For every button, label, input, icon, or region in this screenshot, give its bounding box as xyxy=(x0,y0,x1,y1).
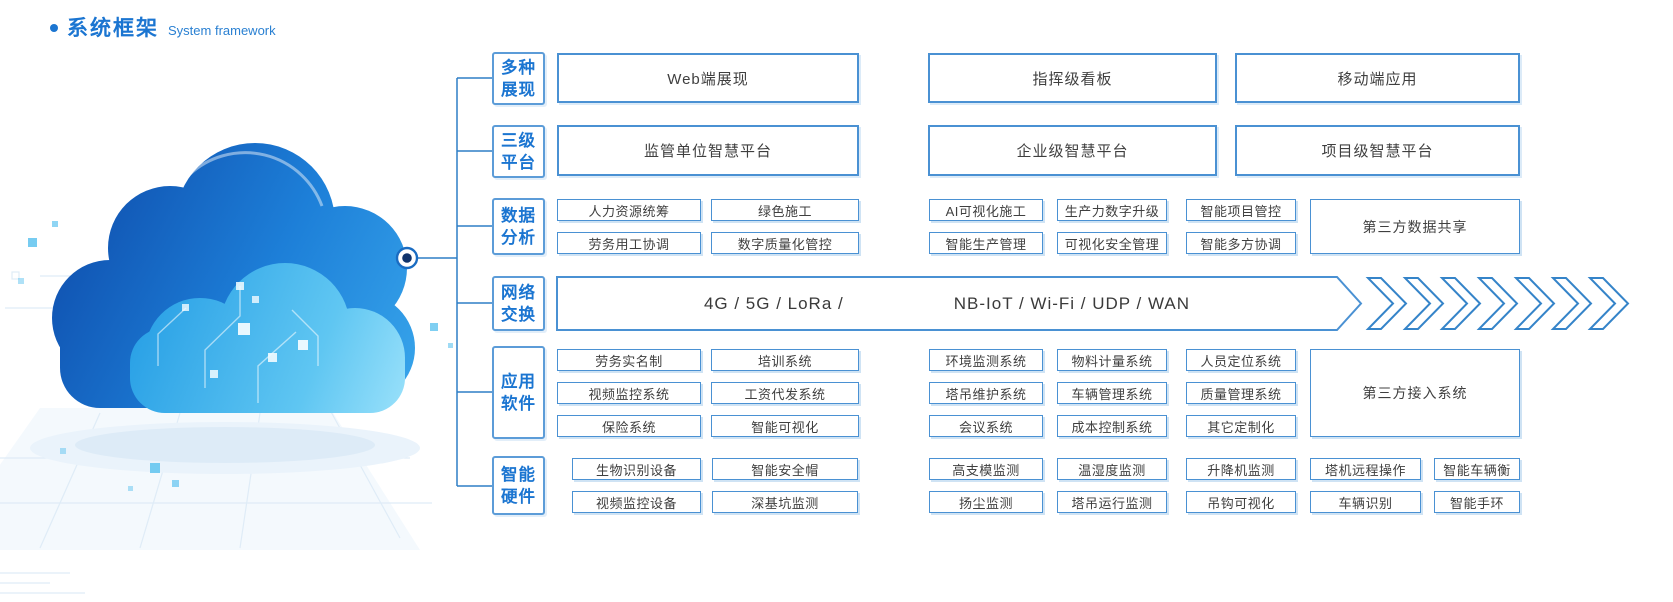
tree-connectors xyxy=(417,77,492,487)
diagram-box: 温湿度监测 xyxy=(1057,458,1167,480)
diagram-box: 质量管理系统 xyxy=(1186,382,1296,404)
network-protocols-right: NB-IoT / Wi-Fi / UDP / WAN xyxy=(953,293,1191,313)
category-label-line: 应用 xyxy=(501,372,536,391)
hub-node-icon xyxy=(395,246,419,270)
diagram-box: 劳务实名制 xyxy=(557,349,701,371)
network-bar-text: 4G / 5G / LoRa / NB-IoT / Wi-Fi / UDP / … xyxy=(557,277,1337,330)
box-third-party-access: 第三方接入系统 xyxy=(1310,349,1520,437)
diagram-box: 塔吊维护系统 xyxy=(929,382,1043,404)
category-multi-display: 多种 展现 xyxy=(492,52,545,105)
diagram-box: 智能多方协调 xyxy=(1186,232,1296,254)
diagram-box: 会议系统 xyxy=(929,415,1043,437)
category-label-line: 智能 xyxy=(501,465,536,484)
title-zh: 系统框架 xyxy=(67,17,159,40)
diagram-box: 人力资源统筹 xyxy=(557,199,701,221)
box-third-party-data-sharing: 第三方数据共享 xyxy=(1310,199,1520,254)
diagram-box: 人员定位系统 xyxy=(1186,349,1296,371)
diagram-box: 生物识别设备 xyxy=(572,458,701,480)
diagram-box: 监管单位智慧平台 xyxy=(557,125,859,176)
category-smart-hardware: 智能 硬件 xyxy=(492,456,545,515)
diagram-box: 智能可视化 xyxy=(711,415,859,437)
cloud-circuit-traces xyxy=(157,286,319,403)
diagram-box: 劳务用工协调 xyxy=(557,232,701,254)
diagram-box: 高支模监测 xyxy=(929,458,1043,480)
scattered-squares xyxy=(18,221,453,491)
diagram-box: 生产力数字升级 xyxy=(1057,199,1167,221)
cloud-shadow-inner xyxy=(75,427,375,463)
section-bullet-icon xyxy=(50,24,58,32)
category-label-line: 分析 xyxy=(501,228,536,247)
diagram-box: 塔机远程操作 xyxy=(1310,458,1421,480)
diagram-box: 视频监控设备 xyxy=(572,491,701,513)
cloud-back-layer xyxy=(52,143,415,408)
section-title: 系统框架 System framework xyxy=(50,12,276,42)
diagram-box: 智能车辆衡 xyxy=(1434,458,1520,480)
category-label-line: 展现 xyxy=(501,80,536,99)
diagram-box: 成本控制系统 xyxy=(1057,415,1167,437)
diagram-box: 数字质量化管控 xyxy=(711,232,859,254)
category-three-level-platform: 三级 平台 xyxy=(492,125,545,178)
category-network-exchange: 网络 交换 xyxy=(492,276,545,331)
diagram-box: 车辆识别 xyxy=(1310,491,1421,513)
diagram-box: 绿色施工 xyxy=(711,199,859,221)
category-label-line: 平台 xyxy=(501,153,536,172)
diagram-box: Web端展现 xyxy=(557,53,859,103)
circuit-board-decoration xyxy=(0,271,432,594)
diagram-box: 项目级智慧平台 xyxy=(1235,125,1520,176)
diagram-box: 企业级智慧平台 xyxy=(928,125,1217,176)
cloud-highlight xyxy=(188,151,324,207)
category-label-line: 网络 xyxy=(501,283,536,302)
diagram-box: 智能手环 xyxy=(1434,491,1520,513)
diagram-box: 智能项目管控 xyxy=(1186,199,1296,221)
cloud-front-layer xyxy=(130,263,405,413)
cloud-glow-squares xyxy=(182,282,308,378)
diagram-box: 环境监测系统 xyxy=(929,349,1043,371)
category-label-line: 多种 xyxy=(501,58,536,77)
diagram-box: 移动端应用 xyxy=(1235,53,1520,103)
diagram-box: 工资代发系统 xyxy=(711,382,859,404)
diagram-box: 可视化安全管理 xyxy=(1057,232,1167,254)
diagram-box: 智能安全帽 xyxy=(712,458,858,480)
diagram-box: 其它定制化 xyxy=(1186,415,1296,437)
chevron-arrows xyxy=(1365,277,1630,330)
category-label-line: 硬件 xyxy=(501,487,536,506)
category-label-line: 数据 xyxy=(501,206,536,225)
network-protocols-left: 4G / 5G / LoRa / xyxy=(703,293,844,313)
diagram-box: 车辆管理系统 xyxy=(1057,382,1167,404)
diagram-box: 升降机监测 xyxy=(1186,458,1296,480)
category-data-analysis: 数据 分析 xyxy=(492,198,545,255)
diagram-box: 物料计量系统 xyxy=(1057,349,1167,371)
diagram-box: 吊钩可视化 xyxy=(1186,491,1296,513)
category-label-line: 交换 xyxy=(501,305,536,324)
title-en: System framework xyxy=(168,23,276,38)
diagram-box: 指挥级看板 xyxy=(928,53,1217,103)
diagram-box: 培训系统 xyxy=(711,349,859,371)
diagram-box: 保险系统 xyxy=(557,415,701,437)
category-application-software: 应用 软件 xyxy=(492,346,545,439)
category-label-line: 三级 xyxy=(501,131,536,150)
cloud-illustration xyxy=(0,143,453,594)
diagram-box: 智能生产管理 xyxy=(929,232,1043,254)
diagram-box: 深基坑监测 xyxy=(712,491,858,513)
cloud-shadow xyxy=(30,422,420,474)
diagram-box: AI可视化施工 xyxy=(929,199,1043,221)
category-label-line: 软件 xyxy=(501,394,536,413)
diagram-box: 塔吊运行监测 xyxy=(1057,491,1167,513)
diagram-box: 视频监控系统 xyxy=(557,382,701,404)
diagram-box: 扬尘监测 xyxy=(929,491,1043,513)
